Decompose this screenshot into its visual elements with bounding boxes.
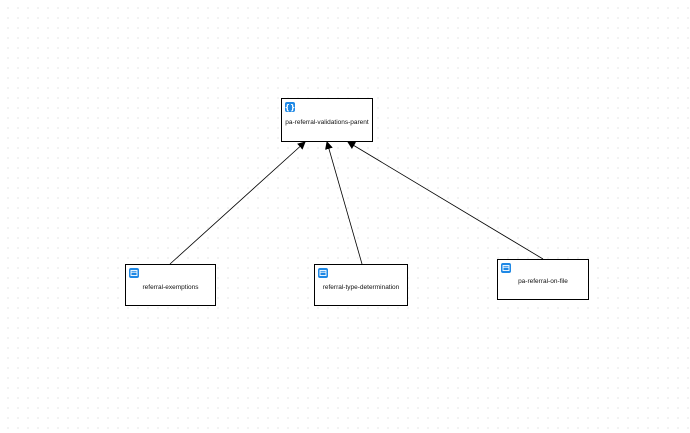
svg-text:{}: {} (285, 103, 295, 112)
node-label: referral-type-determination (322, 283, 400, 291)
node-pa-referral-validations-parent[interactable]: {} pa-referral-validations-parent (281, 98, 373, 142)
node-label: pa-referral-validations-parent (285, 118, 369, 126)
curly-braces-icon: {} (285, 102, 295, 112)
node-label: referral-exemptions (142, 283, 199, 291)
node-pa-referral-on-file[interactable]: pa-referral-on-file (497, 259, 589, 300)
node-referral-type-determination[interactable]: referral-type-determination (314, 264, 408, 306)
node-referral-exemptions[interactable]: referral-exemptions (125, 264, 216, 306)
edge-exemptions-to-parent[interactable] (169, 141, 306, 265)
window-icon (318, 268, 328, 278)
node-label: pa-referral-on-file (518, 278, 568, 285)
window-icon (501, 263, 511, 273)
window-icon (129, 268, 139, 278)
edges-layer (169, 141, 544, 265)
edge-on-file-to-parent[interactable] (347, 141, 544, 260)
edge-type-determination-to-parent[interactable] (325, 141, 363, 265)
